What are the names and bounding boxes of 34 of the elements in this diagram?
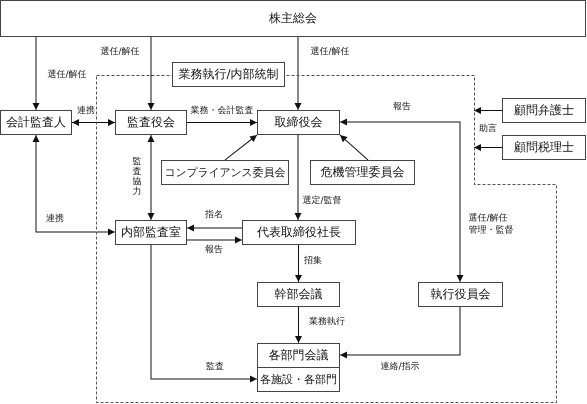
arrow xyxy=(186,119,258,126)
arrow xyxy=(186,224,242,232)
process-box: 監査役会 xyxy=(115,110,187,135)
process-box: 会計監査人 xyxy=(0,110,72,135)
edge-label: 監査協力 xyxy=(132,158,142,198)
arrow xyxy=(224,134,258,160)
process-box: 顧問税理士 xyxy=(502,135,586,160)
arrow xyxy=(295,306,302,344)
arrow xyxy=(474,144,502,151)
process-box: 各部門会議 xyxy=(257,343,340,368)
arrow xyxy=(72,119,116,126)
process-box: 顧問弁護士 xyxy=(502,98,586,123)
process-box: 代表取締役社長 xyxy=(242,220,356,245)
heading-box: 業務執行/内部統制 xyxy=(172,62,285,87)
arrow xyxy=(32,36,40,110)
process-box: 幹部会議 xyxy=(257,282,340,307)
arrow xyxy=(295,244,302,282)
arrow xyxy=(148,36,154,110)
arrow xyxy=(148,134,154,220)
meeting-box: 株主総会 xyxy=(0,0,586,37)
arrow xyxy=(294,36,302,110)
arrow xyxy=(186,236,242,244)
process-box: コンプライアンス委員会 xyxy=(161,160,289,185)
process-box: 取締役会 xyxy=(257,110,340,135)
process-box: 内部監査室 xyxy=(115,220,187,245)
arrow xyxy=(474,107,502,114)
arrow xyxy=(340,134,368,160)
arrow xyxy=(294,134,302,220)
process-box: 危機管理委員会 xyxy=(310,160,415,185)
process-box: 執行役員会 xyxy=(418,282,503,307)
arrow xyxy=(32,134,116,236)
process-box: 各施設・各部門 xyxy=(257,367,340,392)
arrow xyxy=(150,244,258,382)
arrow xyxy=(340,306,460,358)
